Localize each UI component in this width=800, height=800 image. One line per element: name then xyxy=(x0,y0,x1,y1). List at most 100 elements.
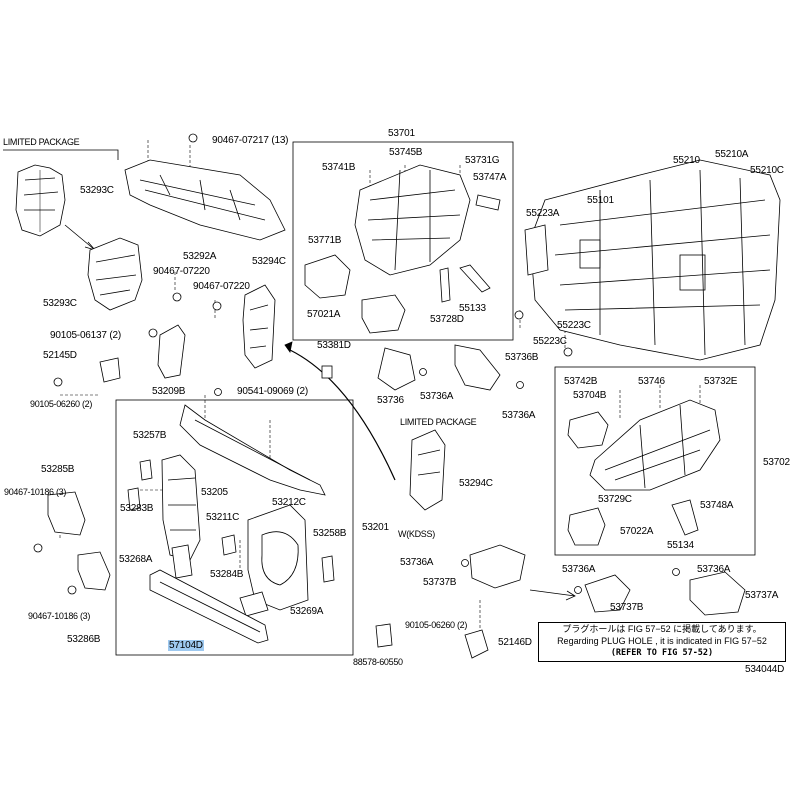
label-53292A: 53292A xyxy=(183,251,217,262)
part-53737B-center xyxy=(469,544,526,589)
label-53745B: 53745B xyxy=(389,147,423,158)
part-53293C-upper xyxy=(15,164,66,237)
part-53294C-left xyxy=(242,284,276,369)
label-55210C: 55210C xyxy=(750,165,784,176)
label-53746: 53746 xyxy=(638,376,665,387)
label-53732E: 53732E xyxy=(704,376,738,387)
label-53286B: 53286B xyxy=(67,634,101,645)
label-53211C: 53211C xyxy=(206,512,240,523)
label-90467-10186-b: 90467-10186 (3) xyxy=(28,611,91,621)
note-line-english: Regarding PLUG HOLE , it is indicated in… xyxy=(557,636,767,646)
label-53269A: 53269A xyxy=(290,606,324,617)
label-53702: 53702 xyxy=(763,457,790,468)
label-53747A: 53747A xyxy=(473,172,507,183)
label-55210: 55210 xyxy=(673,155,700,166)
label-53737A: 53737A xyxy=(745,590,779,601)
label-55223C-a: 55223C xyxy=(533,336,567,347)
part-53747A xyxy=(475,194,501,211)
part-53209B xyxy=(157,324,186,379)
part-53737A xyxy=(689,571,746,616)
label-55134: 55134 xyxy=(667,540,694,551)
label-53212C: 53212C xyxy=(272,497,306,508)
part-53701-apron xyxy=(354,164,471,276)
note-line-refer: (REFER TO FIG 57-52) xyxy=(610,648,714,658)
part-53257B xyxy=(139,459,153,481)
part-53381D xyxy=(321,365,333,379)
label-53736B: 53736B xyxy=(505,352,539,363)
label-53283B: 53283B xyxy=(120,503,154,514)
label-53748A: 53748A xyxy=(700,500,734,511)
label-53736-a: 53736 xyxy=(377,395,404,406)
label-90467-07217: 90467-07217 (13) xyxy=(212,135,289,146)
header-limited-package-center: LIMITED PACKAGE xyxy=(400,417,477,427)
part-57022A xyxy=(567,507,606,546)
label-53258B: 53258B xyxy=(313,528,347,539)
part-88578-60550 xyxy=(375,623,393,648)
label-57021A: 57021A xyxy=(307,309,341,320)
label-53205: 53205 xyxy=(201,487,228,498)
label-90541-09069: 90541-09069 (2) xyxy=(237,386,308,397)
label-90467-10186-a: 90467-10186 (3) xyxy=(4,487,67,497)
part-53702-apron xyxy=(589,399,721,491)
part-53293C-lower xyxy=(87,237,143,311)
label-55101: 55101 xyxy=(587,195,614,206)
label-53742B: 53742B xyxy=(564,376,598,387)
part-52146D xyxy=(464,629,489,659)
part-53205 xyxy=(179,404,326,496)
label-90467-07220-b: 90467-07220 xyxy=(193,281,250,292)
part-53737B-right xyxy=(584,574,631,613)
label-53201: 53201 xyxy=(362,522,389,533)
label-53701: 53701 xyxy=(388,128,415,139)
part-53269A xyxy=(239,591,269,617)
part-53736 xyxy=(377,347,416,391)
label-53736A-d: 53736A xyxy=(562,564,596,575)
label-55223A: 55223A xyxy=(526,208,560,219)
label-53736A-c: 53736A xyxy=(400,557,434,568)
label-55210A: 55210A xyxy=(715,149,749,160)
part-55133 xyxy=(459,264,491,293)
label-57022A: 57022A xyxy=(620,526,654,537)
label-53736A-b: 53736A xyxy=(502,410,536,421)
part-53285B xyxy=(47,491,86,536)
label-53285B: 53285B xyxy=(41,464,75,475)
part-53211C xyxy=(161,454,201,561)
label-53736A-a: 53736A xyxy=(420,391,454,402)
part-53286B xyxy=(77,551,111,591)
label-53736A-e: 53736A xyxy=(697,564,731,575)
part-53728D xyxy=(439,267,451,303)
part-55134 xyxy=(671,499,699,536)
part-53212C xyxy=(247,504,309,611)
part-53771B xyxy=(304,254,351,299)
label-53257B: 53257B xyxy=(133,430,167,441)
label-57104D: 57104D xyxy=(168,640,204,651)
label-88578-60550: 88578-60550 xyxy=(353,657,403,667)
part-53268A xyxy=(171,544,193,579)
part-53736B xyxy=(454,344,501,391)
label-90105-06137: 90105-06137 (2) xyxy=(50,330,121,341)
part-53258B xyxy=(321,555,335,583)
part-53704B xyxy=(567,411,609,449)
part-52145D xyxy=(99,357,121,383)
label-52145D: 52145D xyxy=(43,350,77,361)
part-53284B xyxy=(221,534,237,556)
label-53729C: 53729C xyxy=(598,494,632,505)
label-55133: 55133 xyxy=(459,303,486,314)
figure-code: 534044D xyxy=(745,664,785,675)
header-wkdss: W(KDSS) xyxy=(398,529,435,539)
label-53741B: 53741B xyxy=(322,162,356,173)
part-57021A xyxy=(361,294,406,334)
label-53294C-left: 53294C xyxy=(252,256,286,267)
label-53728D: 53728D xyxy=(430,314,464,325)
label-53294C-center: 53294C xyxy=(459,478,493,489)
label-53209B: 53209B xyxy=(152,386,186,397)
part-53294C-center xyxy=(409,429,446,511)
header-limited-package-left: LIMITED PACKAGE xyxy=(3,137,80,147)
label-53737B-a: 53737B xyxy=(423,577,457,588)
label-90105-06260-b: 90105-06260 (2) xyxy=(405,620,468,630)
part-53283B xyxy=(127,487,141,511)
label-52146D: 52146D xyxy=(498,637,532,648)
part-53292A xyxy=(124,159,286,241)
part-55223A xyxy=(524,224,549,276)
label-53268A: 53268A xyxy=(119,554,153,565)
